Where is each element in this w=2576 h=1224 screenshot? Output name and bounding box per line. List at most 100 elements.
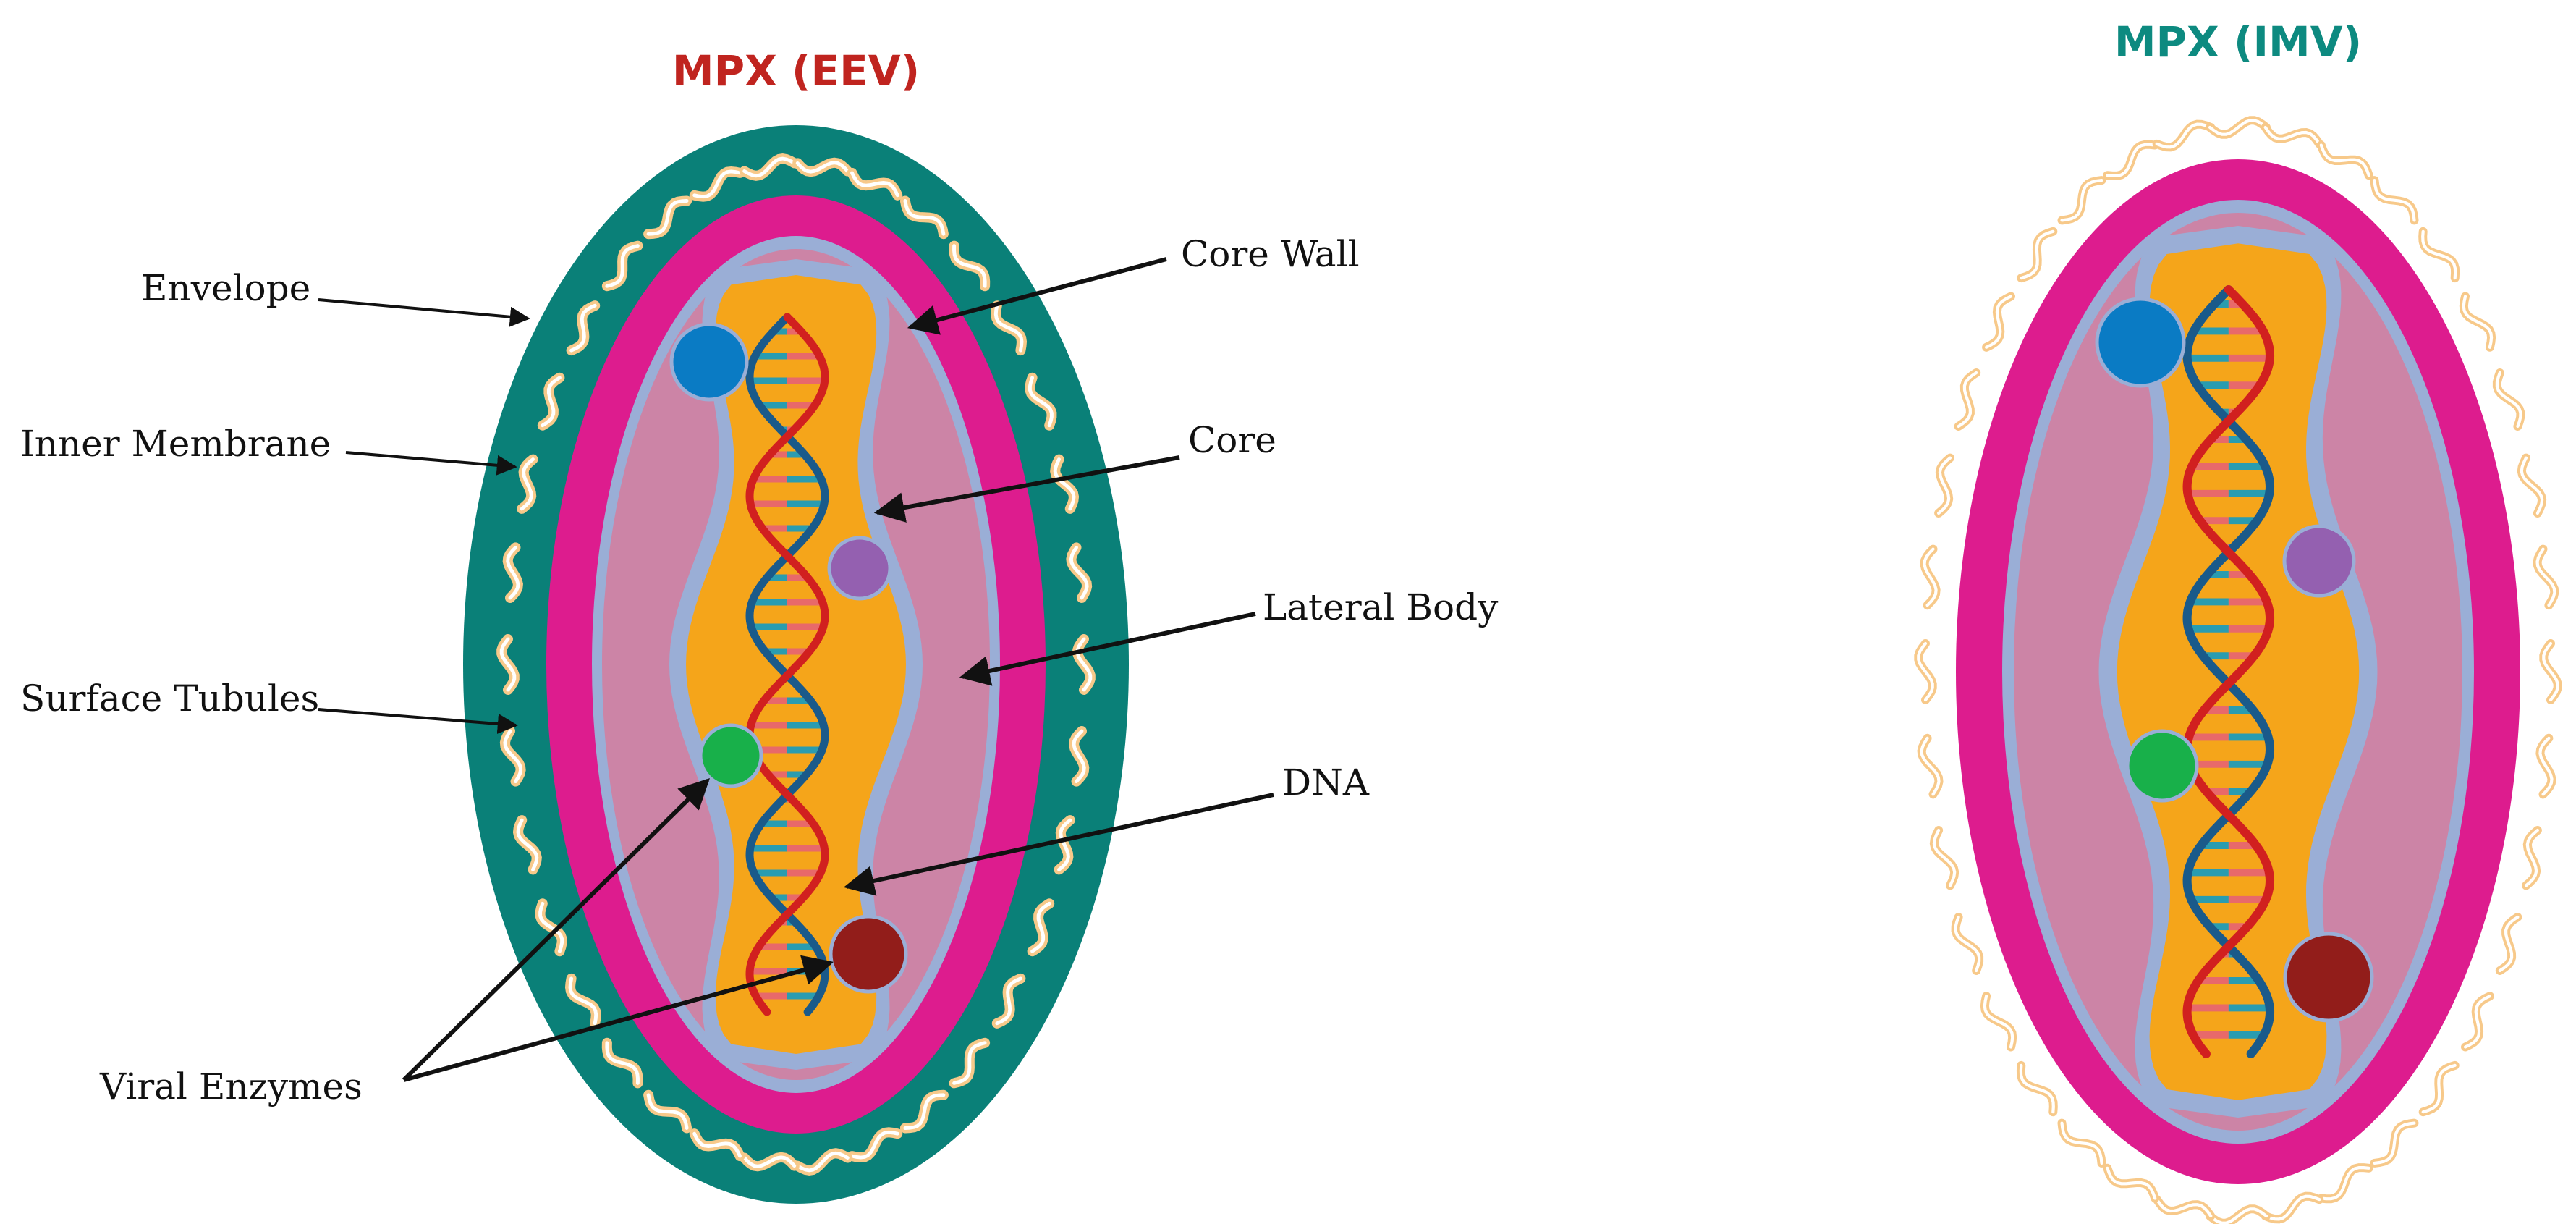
arrow-core-wall [907,257,1167,335]
surface-tubule [2263,1194,2321,1221]
surface-tubule [1985,295,2013,349]
surface-tubule [2060,1121,2103,1165]
surface-tubule [2155,1198,2213,1218]
arrow-core [873,455,1180,523]
dna-strand [745,313,829,1016]
label-core-wall: Core Wall [1181,233,1360,275]
eev-enzyme-purple [827,536,892,601]
eev-dna [745,313,829,1016]
surface-tubule [692,1131,742,1158]
surface-tubule [1069,545,1089,600]
surface-tubule [1057,818,1072,871]
surface-tubule [646,1093,689,1130]
surface-tubule [520,457,535,511]
surface-tubule [1053,457,1076,511]
surface-tubule [1932,828,1957,887]
arrow-lateral-body [959,612,1256,686]
surface-tubule [2421,229,2457,280]
arrow-viral-enzymes-1 [402,778,710,1082]
surface-tubule [2208,1207,2268,1224]
surface-tubule [1075,637,1093,692]
imv-surface-tubules [1914,116,2562,1224]
imv-virion [1914,116,2562,1224]
eev-title: MPX (EEV) [672,46,920,96]
surface-tubule [952,1041,987,1085]
surface-tubule [993,303,1024,353]
surface-tubule [499,637,517,692]
label-lateral-body: Lateral Body [1263,586,1499,628]
surface-tubule [646,199,689,236]
surface-tubule [2319,1166,2370,1201]
surface-tubule [2463,995,2491,1049]
label-inner-membrane: Inner Membrane [20,423,331,465]
label-viral-enzymes: Viral Enzymes [99,1065,363,1107]
surface-tubule [692,169,742,199]
surface-tubule [1954,915,1981,973]
surface-tubule [503,729,523,784]
imv-enzyme-purple [2282,524,2356,598]
surface-tubule [952,244,987,288]
surface-tubule [569,303,597,353]
eev-virion [463,125,1129,1204]
surface-tubule [2020,229,2055,280]
surface-tubule [541,376,562,428]
surface-tubule [2421,1063,2457,1114]
label-core: Core [1188,419,1276,461]
surface-tubule [2538,736,2554,796]
arrow-viral-enzymes-2 [403,955,834,1082]
surface-tubule [903,199,946,236]
surface-tubule [795,161,850,174]
surface-tubule [2019,1063,2055,1114]
surface-tubule [1920,736,1941,796]
surface-tubule [2060,179,2103,222]
surface-tubule [1983,995,2014,1049]
surface-tubule [903,1093,946,1130]
label-surface-tubules: Surface Tubules [20,678,319,719]
dna-strand [2182,284,2275,1059]
surface-tubule [850,1130,899,1160]
surface-tubule [516,818,539,871]
imv-dna [2182,284,2275,1059]
arrow-surface-tubules [318,708,518,734]
eev-surface-tubules [496,153,1096,1176]
surface-tubule [2542,641,2559,702]
arrow-inner-membrane [345,451,517,476]
eev-enzyme-blue [669,322,749,402]
surface-tubule [2155,122,2213,149]
eev-enzyme-green [698,723,763,788]
surface-tubule [2495,371,2522,429]
surface-tubule [538,901,564,953]
surface-tubule [2498,915,2520,973]
surface-tubule [742,1155,797,1168]
surface-tubule [2373,1121,2416,1165]
dna-strand [745,313,829,1016]
surface-tubule [850,171,899,198]
surface-tubule [2263,125,2321,145]
surface-tubule [995,976,1022,1026]
surface-tubule [506,545,520,600]
surface-tubule [568,976,598,1026]
surface-tubule [1072,729,1086,784]
surface-tubule [1028,376,1054,428]
surface-tubule [1923,547,1938,607]
surface-tubule [605,1041,640,1085]
surface-tubule [2106,143,2157,177]
surface-tubule [2373,179,2416,222]
surface-tubule [2524,828,2539,887]
imv-enzyme-green [2125,729,2199,803]
surface-tubule [2462,295,2494,349]
surface-tubule [2535,547,2556,607]
surface-tubule [1917,641,1934,702]
eev-enzyme-darkred [829,914,908,994]
surface-tubule [2208,119,2268,136]
surface-tubule [1937,456,1952,515]
surface-tubule [2106,1166,2157,1200]
imv-enzyme-blue [2095,297,2186,388]
surface-tubule [1030,901,1051,953]
surface-tubule [742,156,797,178]
arrow-dna [843,793,1274,896]
dna-strand [2182,284,2275,1059]
surface-tubule [1957,371,1978,429]
surface-tubule [2520,456,2544,515]
